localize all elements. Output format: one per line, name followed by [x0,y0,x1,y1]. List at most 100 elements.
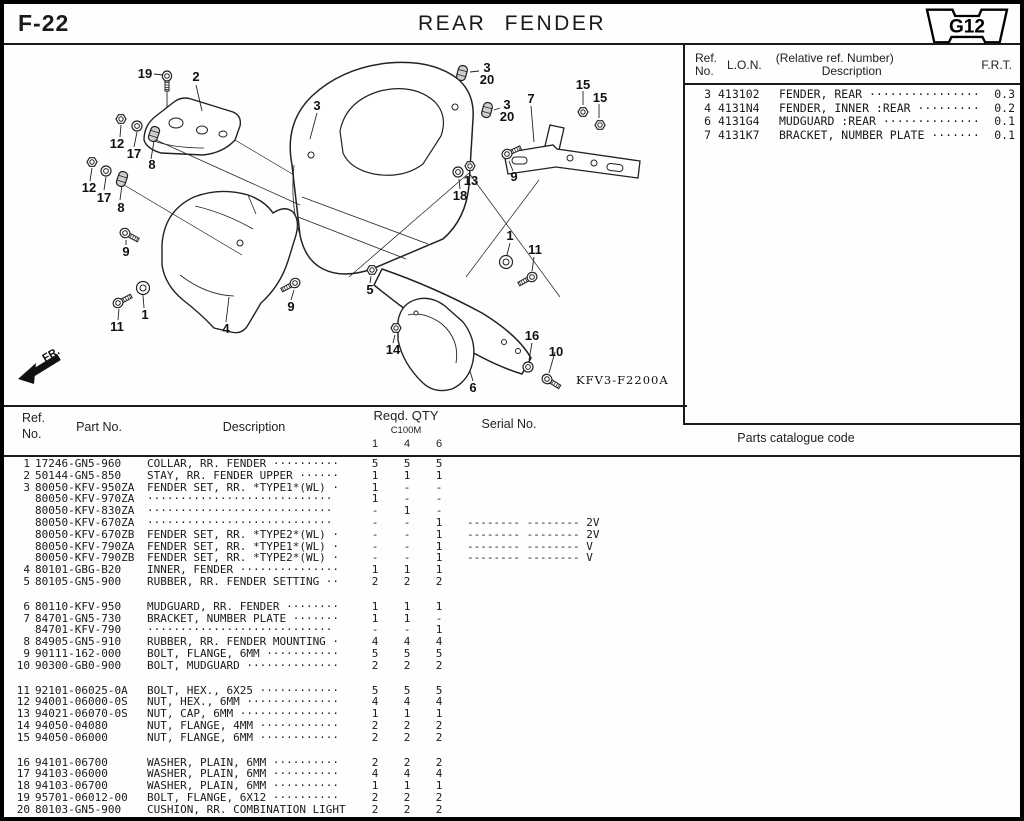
parts-table-row: 80050-KFV-670ZA·························… [4,517,1020,529]
qty-4: 4 [403,635,411,649]
ref-no [4,529,30,541]
ref-no: 6 [704,114,711,128]
qty-6: 1 [435,515,443,529]
ref-table-header: Ref. No. L.O.N. (Relative ref. Number) D… [685,45,1020,81]
parts-h-q6: 6 [435,438,443,450]
ref-h-frt: F.R.T. [981,58,1012,72]
qty-1: 5 [371,683,379,697]
description: INNER, FENDER ··············· [147,563,340,577]
qty-6: 2 [435,802,443,816]
description: BOLT, FLANGE, 6MM ··········· [147,646,340,660]
description: STAY, RR. FENDER UPPER ······ [147,468,340,482]
qty-1: 2 [371,790,379,804]
part-no: 17246-GN5-960 [35,458,122,470]
description: FENDER, REAR ················ [779,87,980,101]
part-no: 80105-GN5-900 [35,574,122,588]
qty-6: 1 [435,563,443,577]
qty-1: 1 [371,707,379,721]
description: CUSHION, RR. COMBINATION LIGHT [147,802,346,816]
ref-no: 2 [23,468,30,482]
qty-1: 2 [371,802,379,816]
ref-no: 11 [16,683,30,697]
fr-label: FR. [41,345,62,364]
qty-6: - [435,611,443,625]
part-no: 94050-04080 [35,718,108,732]
qty-1: 5 [371,458,379,470]
qty-6: 2 [435,658,443,672]
qty-6: 1 [435,599,443,613]
part-no: 94021-06070-0S [35,707,128,721]
parts-table-row: 80050-KFV-970ZA·························… [4,493,1020,505]
ref-no: 6 [23,599,30,613]
description: MUDGUARD :REAR ·············· [779,114,980,128]
qty-6: 1 [435,468,443,482]
part-no: 94001-06000-0S [35,695,128,709]
diagram-drawing: FR. KFV3-F2200A [18,61,668,392]
qty-1: 1 [371,480,379,494]
description: BRACKET, NUMBER PLATE ······· [779,127,980,142]
description: RUBBER, RR. FENDER SETTING ·· [147,574,340,588]
part-4-inner-fender [161,190,299,334]
qty-4: 2 [403,790,411,804]
parts-h-qty: Reqd. QTY [373,408,439,423]
ref-h-ref2: No. [695,64,714,78]
description: RUBBER, RR. FENDER MOUNTING · [147,635,340,649]
ref-no: 4 [23,563,30,577]
description: NUT, CAP, 6MM ··············· [147,707,340,721]
part-no: 80110-KFV-950 [35,599,122,613]
qty-4: - [403,492,411,506]
fr-arrow: FR. [18,345,62,384]
lon: 4131K7 [718,127,760,142]
ref-no: 10 [16,658,30,672]
qty-1: - [371,539,379,553]
part-no: 94050-06000 [35,730,108,744]
qty-4: - [403,551,411,565]
part-7-bracket [503,124,641,179]
ref-no [4,493,30,505]
ref-h-ref1: Ref. [695,51,718,65]
ref-no: 7 [704,127,711,142]
parts-h-ref2: No. [22,427,42,441]
ref-no: 14 [16,718,30,732]
ref-table-divider [685,83,1020,85]
description: MUDGUARD, RR. FENDER ········ [147,599,340,613]
qty-6: 2 [435,718,443,732]
frt: 0.1 [994,127,1015,142]
qty-4: 2 [403,718,411,732]
qty-6: 4 [435,767,443,781]
parts-h-model: C100M [390,425,422,436]
description: ···························· [147,504,333,518]
qty-6: 1 [435,551,443,565]
leader-lines [89,70,600,382]
group-badge: G12 [925,8,1009,44]
qty-6: 2 [435,755,443,769]
qty-1: 4 [371,767,379,781]
qty-6: 1 [435,707,443,721]
parts-table-row: 84701-KFV-790···························… [4,624,1020,636]
frt: 0.2 [994,100,1015,115]
ref-no: 16 [16,755,30,769]
ref-no: 18 [16,779,30,793]
ref-table-panel: Ref. No. L.O.N. (Relative ref. Number) D… [683,45,1020,425]
ref-no: 20 [16,802,30,816]
part-no: 84701-KFV-790 [35,623,122,637]
ref-no: 19 [16,790,30,804]
part-no: 90111-162-000 [35,646,122,660]
qty-1: - [371,504,379,518]
description: NUT, FLANGE, 6MM ············ [147,730,340,744]
part-6-mudguard [397,297,475,392]
qty-4: 5 [403,683,411,697]
